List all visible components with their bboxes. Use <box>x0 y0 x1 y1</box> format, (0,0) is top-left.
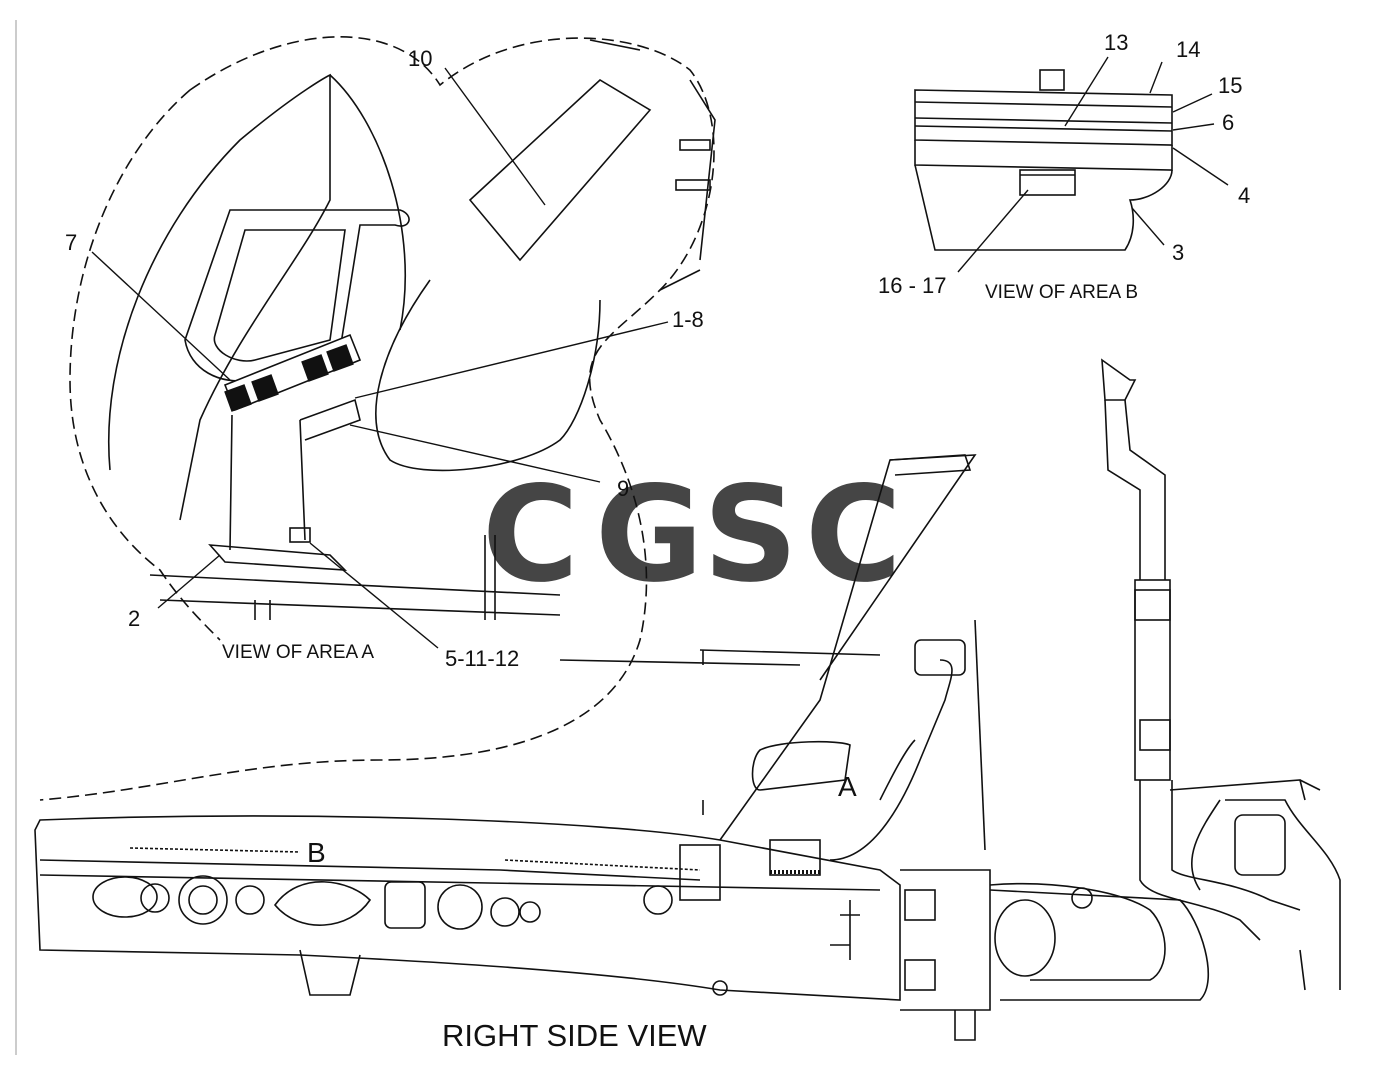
watermark-letter-g: G <box>595 458 703 612</box>
main-machine-frame <box>34 358 1341 1041</box>
callout-7: 7 <box>65 230 77 255</box>
area-marker-a: A <box>838 771 857 802</box>
watermark-letter-c1: C <box>482 458 579 612</box>
area-marker-b: B <box>307 837 326 868</box>
callout-9: 9 <box>617 476 629 501</box>
callout-2: 2 <box>128 606 140 631</box>
callout-14: 14 <box>1176 37 1200 62</box>
callout-4: 4 <box>1238 183 1250 208</box>
callout-1-8: 1-8 <box>672 307 704 332</box>
callout-15: 15 <box>1218 73 1242 98</box>
leader-lines <box>91 56 1229 649</box>
callout-16-17: 16 - 17 <box>878 273 947 298</box>
callout-3: 3 <box>1172 240 1184 265</box>
caption-view-area-a: VIEW OF AREA A <box>222 642 374 663</box>
detail-view-area-a <box>39 36 716 801</box>
callout-13: 13 <box>1104 30 1128 55</box>
clamp-band <box>223 333 362 412</box>
cgsc-watermark-logo: C G S C <box>482 458 902 612</box>
callout-6: 6 <box>1222 110 1234 135</box>
callout-10: 10 <box>408 46 432 71</box>
caption-view-area-b: VIEW OF AREA B <box>985 282 1138 303</box>
watermark-letter-c2: C <box>805 458 902 612</box>
detail-view-area-b <box>914 69 1173 251</box>
diagram-title: RIGHT SIDE VIEW <box>442 1018 707 1053</box>
callout-5-11-12: 5-11-12 <box>445 646 519 671</box>
watermark-letter-s: S <box>703 458 798 612</box>
area-a-dashed-outline <box>39 36 715 801</box>
